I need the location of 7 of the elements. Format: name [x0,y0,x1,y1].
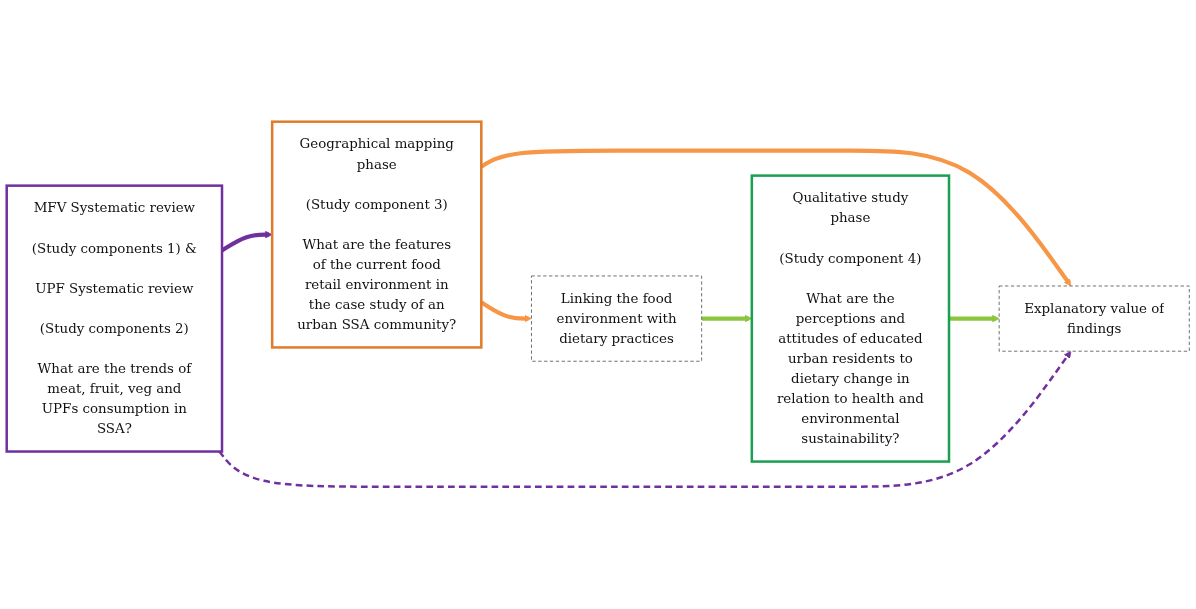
node-box: Linking the food environment with dietary practices [531,275,703,362]
node-box: MFV Systematic review (Study components 1) & UPF Systematic review (Study components 2) What are the trends of meat, fruit, veg and UPFs consumption in SSA? [5,184,224,454]
node-box: Qualitative study phase (Study component 4) What are the perceptions and attitudes of educated urban residents to dietary change in relation to health and environmental sustainability? [750,174,951,464]
node-box: Geographical mapping phase (Study component 3) What are the features of the current food retail environment in the case study of an urban SSA community? [270,120,483,350]
arrow [218,351,1072,489]
node-box: Explanatory value of findings [998,285,1190,352]
arrow [949,315,1000,323]
